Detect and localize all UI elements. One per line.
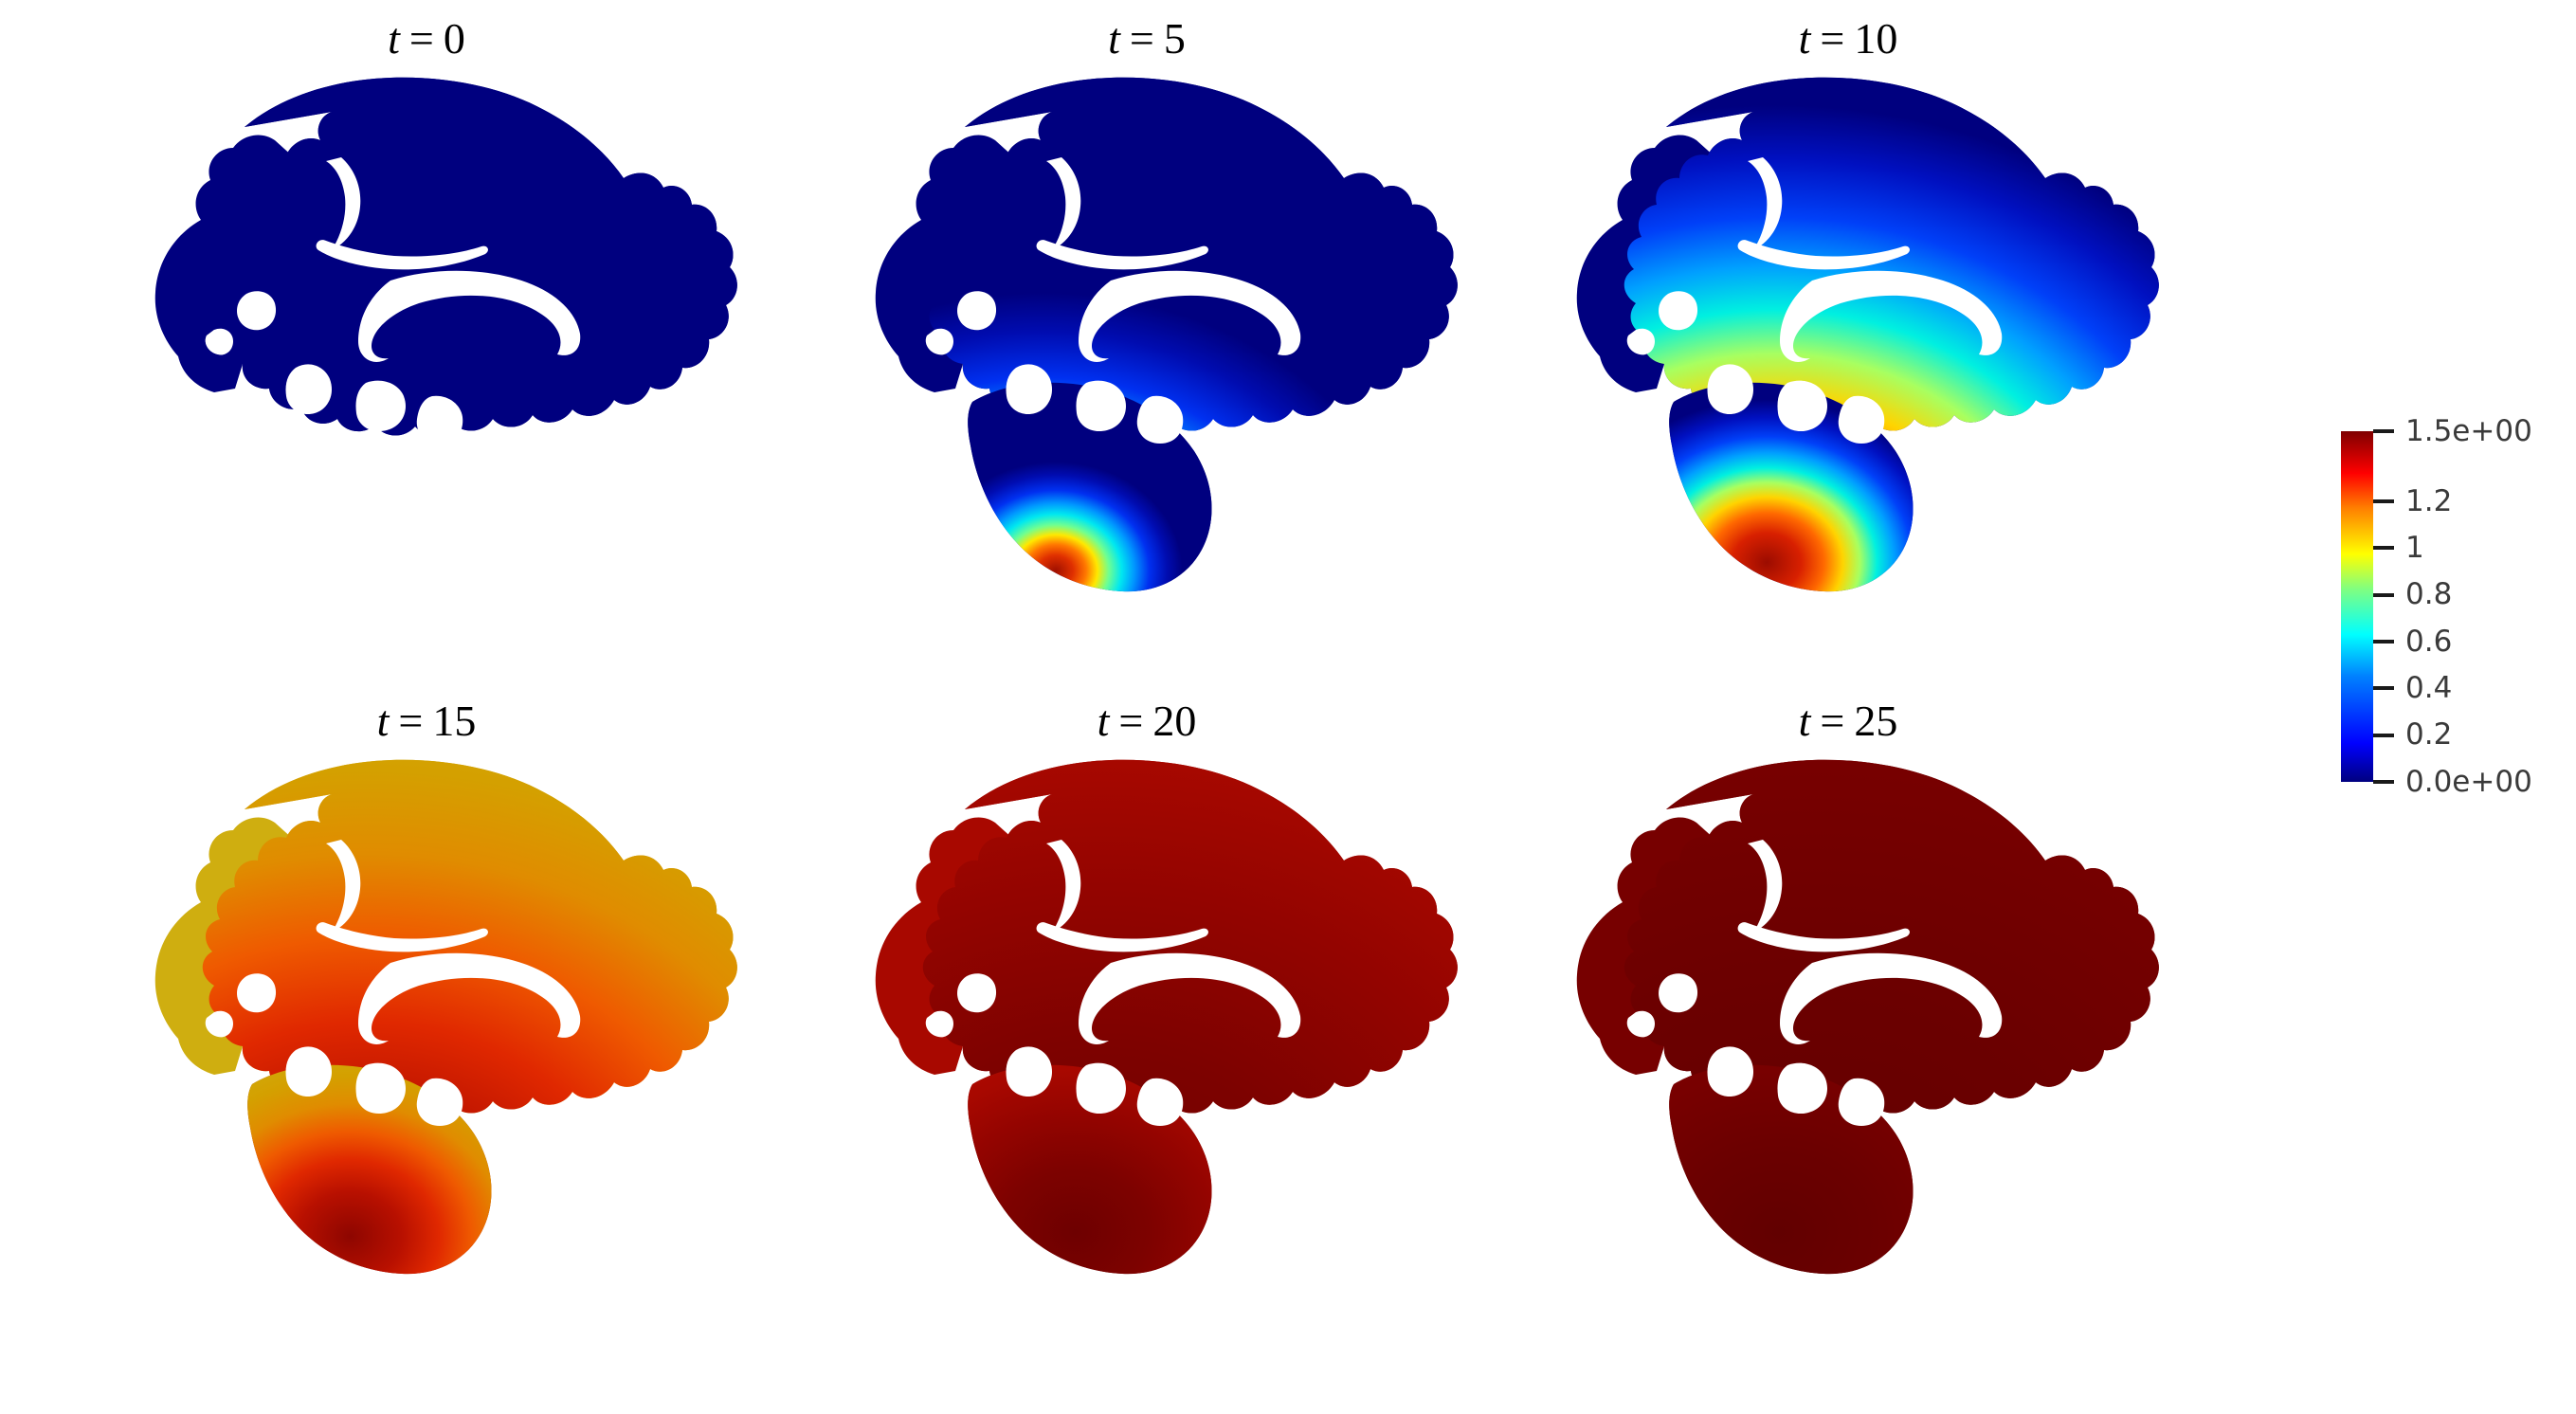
ventricles-and-sulci-t20: [925, 840, 1301, 1126]
colorbar-gradient: [2341, 431, 2373, 782]
panel-title-t0: t=0: [57, 17, 796, 61]
panel-t0[interactable]: t=0: [57, 0, 796, 707]
brain-slice-svg-t20: [875, 759, 1458, 1275]
title-variable: t: [1097, 697, 1110, 745]
brain-tissue-t10: [1576, 77, 2159, 592]
brain-tissue-t0: [154, 77, 737, 479]
panel-t15[interactable]: t=15: [57, 682, 796, 1389]
tick-mark-icon: [2373, 546, 2394, 551]
title-equals: =: [408, 14, 434, 63]
colorbar-ticks: 1.5e+00 1.2 1 0.8 0.6 0.4 0.2 0.0e+00: [2373, 416, 2568, 796]
panel-title-t5: t=5: [777, 17, 1516, 61]
panel-title-t20: t=20: [777, 699, 1516, 743]
brain-slice-svg-t10: [1576, 77, 2159, 592]
title-equals: =: [1129, 14, 1154, 63]
tick-mark-icon: [2373, 640, 2394, 644]
brain-render-t15: [57, 737, 796, 1363]
tick-mark-icon: [2373, 733, 2394, 737]
colorbar-tick-label: 1: [2405, 530, 2424, 565]
title-value: 15: [432, 697, 477, 745]
title-value: 20: [1152, 697, 1197, 745]
colorbar-tick-label: 1.2: [2405, 483, 2453, 518]
panel-title-t15: t=15: [57, 699, 796, 743]
brain-tissue-t25: [1576, 759, 2159, 1275]
title-variable: t: [1798, 697, 1811, 745]
tick-mark-icon: [2373, 592, 2394, 597]
ventricles-and-sulci-t5: [925, 157, 1301, 444]
panel-t5[interactable]: t=5: [777, 0, 1516, 707]
brain-tissue-t5: [875, 77, 1458, 592]
title-value: 0: [443, 14, 465, 63]
brain-slice-svg-t0: [154, 77, 737, 479]
ventricles-and-sulci-t10: [1626, 157, 2003, 444]
brain-render-t10: [1478, 55, 2218, 680]
brain-tissue-t15: [154, 759, 737, 1275]
colorbar-tick-label: 0.2: [2405, 717, 2453, 752]
panel-title-t10: t=10: [1478, 17, 2218, 61]
brain-render-t5: [777, 55, 1516, 680]
colorbar[interactable]: 1.5e+00 1.2 1 0.8 0.6 0.4 0.2 0.0e+00: [2341, 416, 2568, 829]
title-variable: t: [388, 14, 400, 63]
colorbar-tick-label: 1.5e+00: [2405, 413, 2532, 448]
ventricles-and-sulci-t25: [1626, 840, 2003, 1126]
title-value: 5: [1163, 14, 1186, 63]
ventricle-overlay-t0: [205, 157, 581, 479]
tick-mark-icon: [2373, 499, 2394, 503]
title-value: 10: [1854, 14, 1898, 63]
title-variable: t: [1108, 14, 1120, 63]
title-value: 25: [1854, 697, 1898, 745]
colorbar-tick-label: 0.4: [2405, 670, 2453, 705]
title-equals: =: [1118, 697, 1144, 745]
panel-t10[interactable]: t=10: [1478, 0, 2218, 707]
concentration-field-t0: [202, 77, 737, 436]
tick-mark-icon: [2373, 780, 2394, 784]
colorbar-tick-label: 0.6: [2405, 624, 2453, 659]
colorbar-tick-label: 0.0e+00: [2405, 764, 2532, 799]
brain-render-t25: [1478, 737, 2218, 1363]
brain-slice-svg-t25: [1576, 759, 2159, 1275]
brain-render-t0: [57, 55, 796, 680]
colorbar-tick-label: 0.8: [2405, 577, 2453, 612]
tick-mark-icon: [2373, 686, 2394, 691]
brain-tissue-t20: [875, 759, 1458, 1275]
title-equals: =: [1820, 14, 1845, 63]
brain-render-t20: [777, 737, 1516, 1363]
title-equals: =: [1820, 697, 1845, 745]
title-variable: t: [376, 697, 390, 745]
ventricles-and-sulci-t15: [205, 840, 581, 1126]
tick-mark-icon: [2373, 429, 2394, 433]
brain-slice-svg-t5: [875, 77, 1458, 592]
panel-title-t25: t=25: [1478, 699, 2218, 743]
panel-t20[interactable]: t=20: [777, 682, 1516, 1389]
panel-t25[interactable]: t=25: [1478, 682, 2218, 1389]
title-equals: =: [398, 697, 424, 745]
panel-grid: t=0: [57, 0, 2275, 1414]
brain-slice-svg-t15: [154, 759, 737, 1275]
title-variable: t: [1798, 14, 1811, 63]
